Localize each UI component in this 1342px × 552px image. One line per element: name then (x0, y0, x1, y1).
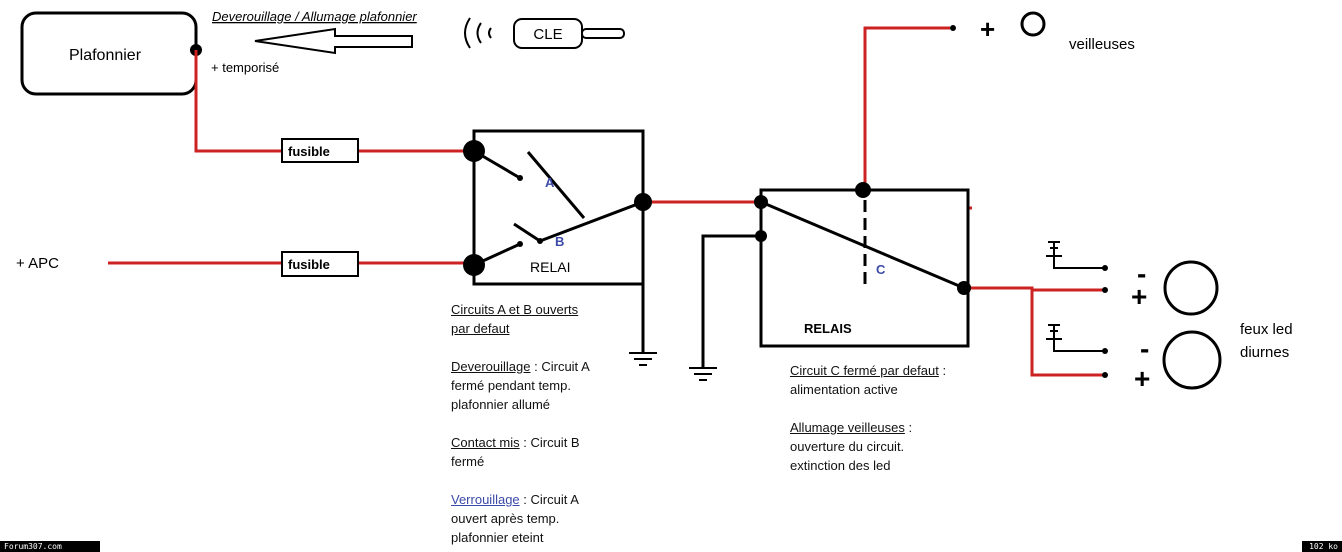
footer-size: 102 ko (1302, 541, 1342, 552)
al-line3: extinction des led (790, 458, 891, 473)
veilleuses-wire-end (950, 25, 956, 31)
led-1-ground-terminal (1102, 265, 1108, 271)
relai-note-l2: par defaut (451, 321, 510, 336)
led-1-plus-terminal (1102, 287, 1108, 293)
veilleuses-lamp-icon (1020, 11, 1046, 37)
relai-terminal-out (634, 193, 652, 211)
relais-note-circuit-c: Circuit C fermé par defaut : alimentatio… (790, 361, 990, 399)
ver-line3: plafonnier eteint (451, 530, 544, 545)
footer-watermark: Forum307.com (0, 541, 100, 552)
led-2-lamp-icon (1162, 330, 1222, 390)
feux-label-line1: feux led (1240, 321, 1293, 338)
c-line2: alimentation active (790, 382, 898, 397)
led-2-minus: - (1140, 333, 1149, 364)
al-line2: ouverture du circuit. (790, 439, 905, 454)
fusible-2-box (281, 251, 359, 277)
relai-note-default: Circuits A et B ouverts par defaut (451, 300, 621, 338)
cle-label: CLE (533, 26, 562, 43)
led-1-minus: - (1137, 258, 1146, 289)
header-title: Deverouillage / Allumage plafonnier (212, 9, 417, 24)
plafonnier-label: Plafonnier (69, 47, 142, 64)
led-1-lamp-icon (1163, 260, 1219, 316)
relai-note-contact: Contact mis : Circuit B fermé (451, 433, 621, 471)
relai-note-verrouillage: Verrouillage : Circuit A ouvert après te… (451, 490, 621, 547)
relais-notes: Circuit C fermé par defaut : alimentatio… (790, 361, 990, 475)
relais-label: RELAIS (804, 321, 852, 336)
led-2-plus-terminal (1102, 372, 1108, 378)
ground-icon (629, 352, 657, 366)
con-text: : Circuit B (519, 435, 580, 450)
key-blade-icon (581, 28, 625, 39)
led-ground-wires (1046, 241, 1105, 352)
temporise-label: + temporisé (211, 60, 279, 75)
c-heading: Circuit C fermé par defaut (790, 363, 939, 378)
relais-terminal-top (855, 182, 871, 198)
relais-wiring (701, 200, 965, 368)
contact-a-label: A (545, 175, 555, 190)
relai-label: RELAI (530, 259, 570, 275)
veilleuses-label: veilleuses (1069, 36, 1135, 53)
relai-pivot-b (517, 241, 523, 247)
relai-terminal-a (463, 140, 485, 162)
dev-heading: Deverouillage (451, 359, 531, 374)
led-1-plus: + (1131, 281, 1147, 312)
con-heading: Contact mis (451, 435, 520, 450)
dev-line3: plafonnier allumé (451, 397, 551, 412)
ver-heading: Verrouillage (451, 492, 520, 507)
relais-box (759, 188, 970, 348)
led-2-plus: + (1134, 363, 1150, 394)
relais-terminal-out (957, 281, 971, 295)
ver-line2: ouvert après temp. (451, 511, 560, 526)
dev-line2: fermé pendant temp. (451, 378, 571, 393)
al-heading: Allumage veilleuses (790, 420, 905, 435)
relai-note-deverouillage: Deverouillage : Circuit A fermé pendant … (451, 357, 621, 414)
con-line2: fermé (451, 454, 485, 469)
veilleuses-plus: + (980, 14, 995, 44)
relai-switches (473, 149, 645, 352)
relais-note-allumage: Allumage veilleuses : ouverture du circu… (790, 418, 990, 475)
fusible-2-label: fusible (288, 257, 330, 272)
relais-terminal-in (754, 195, 768, 209)
fusible-1-box (281, 138, 359, 163)
contact-b-label: B (555, 234, 564, 249)
relai-terminal-b (463, 254, 485, 276)
apc-label: + APC (16, 255, 59, 272)
remote-waves-icon (464, 17, 492, 49)
ground-icon-2 (689, 367, 717, 381)
signal-arrow (254, 27, 413, 55)
relai-pivot-a (517, 175, 523, 181)
relais-terminal-ground (755, 230, 767, 242)
feux-label-line2: diurnes (1240, 344, 1289, 361)
relai-notes: Circuits A et B ouverts par defaut Dever… (451, 300, 621, 547)
al-text: : (904, 420, 913, 435)
ver-text: : Circuit A (519, 492, 579, 507)
c-text: : (938, 363, 947, 378)
fusible-1-label: fusible (288, 144, 330, 159)
relai-note-l1: Circuits A et B ouverts (451, 302, 579, 317)
dev-text: : Circuit A (530, 359, 590, 374)
relai-pivot-mid (537, 238, 543, 244)
contact-c-label: C (876, 262, 886, 277)
led-2-ground-terminal (1102, 348, 1108, 354)
